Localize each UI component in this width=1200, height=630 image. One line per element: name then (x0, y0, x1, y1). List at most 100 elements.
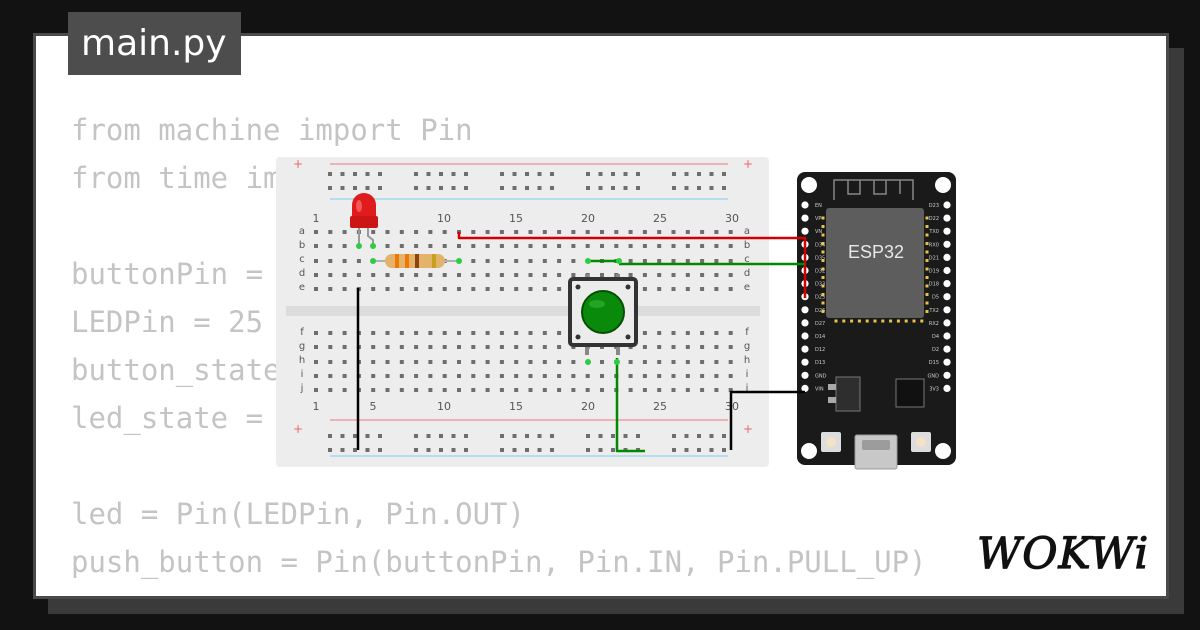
esp32-pin[interactable] (943, 227, 951, 235)
breadboard-hole (557, 388, 562, 392)
esp32-pin[interactable] (801, 201, 809, 209)
column-numbers-top: 1 10 15 20 25 30 (313, 212, 740, 225)
esp32-pin[interactable] (801, 332, 809, 340)
esp32-pin[interactable] (943, 306, 951, 314)
esp32-pin[interactable] (943, 384, 951, 392)
esp32-pin[interactable] (943, 345, 951, 353)
breadboard-hole (728, 345, 733, 349)
breadboard-hole (685, 360, 690, 364)
esp32-pin[interactable] (943, 214, 951, 222)
wire-red (457, 232, 807, 298)
rail-hole (537, 186, 542, 190)
breadboard-hole (471, 287, 476, 291)
esp32-pin[interactable] (943, 293, 951, 301)
breadboard-hole (642, 259, 647, 263)
esp32-pin[interactable] (801, 214, 809, 222)
breadboard-hole (314, 345, 318, 349)
breadboard-hole (328, 360, 333, 364)
pushbutton-component[interactable] (568, 274, 638, 355)
rail-hole (414, 172, 418, 176)
module-pad (850, 319, 854, 323)
breadboard-hole (485, 374, 490, 378)
breadboard-hole (342, 259, 347, 263)
breadboard-hole (385, 287, 390, 291)
pushbutton-cap-highlight (589, 300, 605, 308)
breadboard-hole (585, 244, 590, 248)
breadboard-hole (600, 388, 604, 392)
breadboard-hole (642, 244, 647, 248)
column-number: 1 (313, 400, 320, 413)
breadboard-hole (414, 287, 419, 291)
esp32-pin[interactable] (943, 280, 951, 288)
file-tab[interactable]: main.py (68, 12, 241, 75)
breadboard-hole (714, 388, 719, 392)
breadboard-hole (499, 374, 504, 378)
rail-hole (709, 434, 714, 438)
rail-hole (512, 448, 517, 452)
esp32-pin[interactable] (801, 371, 809, 379)
module-pads (821, 216, 929, 323)
breadboard-hole (514, 230, 519, 234)
resistor-component[interactable] (373, 254, 459, 268)
breadboard-hole (671, 273, 676, 277)
row-letter: d (744, 268, 750, 279)
esp32-pin[interactable] (943, 240, 951, 248)
rail-hole (353, 186, 357, 190)
esp32-pin-label: VN (815, 229, 822, 235)
rail-hole (365, 434, 370, 438)
rail-hole (378, 434, 382, 438)
breadboard-hole (657, 331, 662, 335)
esp32-pin[interactable] (943, 201, 951, 209)
rail-hole (439, 186, 443, 190)
esp32-pin[interactable] (801, 319, 809, 327)
breadboard-hole (714, 374, 719, 378)
rail-hole (672, 448, 676, 452)
breadboard-hole (571, 374, 576, 378)
breadboard-hole (414, 374, 419, 378)
module-pad (857, 319, 861, 323)
breadboard-hole (685, 374, 690, 378)
breadboard-hole (399, 287, 404, 291)
esp32-pin[interactable] (943, 332, 951, 340)
resistor-band (432, 254, 436, 268)
row-letter: i (301, 369, 304, 380)
breadboard-hole (328, 331, 333, 335)
breadboard-hole (600, 230, 604, 234)
row-letter: a (744, 226, 750, 237)
breadboard-hole (714, 287, 719, 291)
esp32-pin-label: D19 (929, 269, 939, 275)
breadboard-hole (700, 360, 705, 364)
breadboard-hole (700, 331, 705, 335)
rail-hole (537, 434, 542, 438)
breadboard-hole (371, 331, 376, 335)
esp32-pin[interactable] (801, 227, 809, 235)
breadboard-hole (514, 345, 519, 349)
breadboard-hole (471, 331, 476, 335)
breadboard-hole (499, 388, 504, 392)
rail-hole (439, 448, 443, 452)
esp32-pin[interactable] (943, 358, 951, 366)
esp32-pin[interactable] (943, 319, 951, 327)
esp32-pin[interactable] (801, 306, 809, 314)
breadboard-hole (399, 244, 404, 248)
breadboard-hole (685, 287, 690, 291)
rail-hole (525, 172, 529, 176)
module-pad (925, 216, 929, 220)
esp32-pin[interactable] (801, 384, 809, 392)
pushbutton-cap[interactable] (581, 290, 625, 334)
esp32-pin[interactable] (943, 253, 951, 261)
esp32-pin[interactable] (943, 266, 951, 275)
breadboard-hole (685, 230, 690, 234)
breadboard-hole (314, 287, 318, 291)
column-number: 30 (725, 212, 739, 225)
breadboard-hole (328, 259, 333, 263)
module-pad (925, 301, 929, 305)
breadboard-hole (700, 345, 705, 349)
esp32-pin[interactable] (801, 345, 809, 353)
rail-hole (426, 172, 431, 176)
esp32-pin[interactable] (943, 371, 951, 379)
rail-hole (414, 186, 418, 190)
breadboard-hole (442, 244, 447, 248)
breadboard-hole (714, 360, 719, 364)
esp32-pin[interactable] (801, 358, 809, 366)
